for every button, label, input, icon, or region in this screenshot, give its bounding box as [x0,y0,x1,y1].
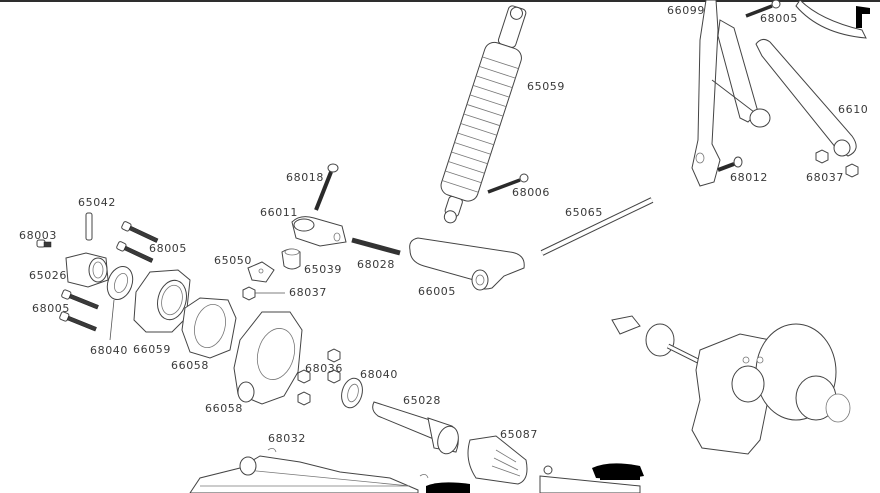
suspension-arm-part [409,237,525,291]
part-label: 66011 [260,206,298,219]
shaft-pin-part [540,197,654,256]
part-label: 65050 [214,254,252,267]
small-screw-part [36,239,52,248]
part-label: 66005 [418,285,456,298]
part-label: 68005 [149,242,187,255]
screw-part [61,289,99,310]
hex-hub-part [65,252,109,288]
part-label: 68032 [268,432,306,445]
part-label: 65039 [304,263,342,276]
part-label: 65065 [565,206,603,219]
screw-part [121,221,159,243]
tower-link-part [755,38,857,157]
rod-end-part [291,216,347,247]
part-label: 68040 [360,368,398,381]
part-label: 66099 [667,4,705,17]
screw-part [116,241,154,263]
part-label: 66059 [133,343,171,356]
bearing-part [341,377,363,409]
nut-part [815,149,829,164]
bearing-part [106,266,134,341]
part-label: 68018 [286,171,324,184]
part-label: 65026 [29,269,67,282]
nut-part [327,348,341,363]
long-screw-part [314,163,339,211]
part-label: 65028 [403,394,441,407]
part-label: 66058 [171,359,209,372]
drive-cup-part [372,401,459,455]
redaction-marks [426,6,870,493]
part-label: 68012 [730,171,768,184]
part-label: 6610 [838,103,869,116]
part-label: 65059 [527,80,565,93]
part-label: 68037 [806,171,844,184]
part-label: 66058 [205,402,243,415]
rear-arm-part [189,448,429,493]
part-label: 68003 [19,229,57,242]
part-label: 68028 [357,258,395,271]
nut-part [845,163,859,178]
part-label: 68006 [512,186,550,199]
part-label: 68005 [32,302,70,315]
shock-tower-part [691,0,867,187]
nut-part [297,369,311,384]
screw-part [745,0,781,18]
nut-part [297,391,311,406]
top-border [0,0,880,2]
gearbox-assembly-part [611,315,851,455]
rubber-boot-part [467,435,528,485]
part-label: 68037 [289,286,327,299]
gasket-plate-part [181,297,237,359]
part-label: 68005 [760,12,798,25]
hub-carrier-part [233,311,303,405]
tie-rod-part [539,465,641,493]
shock-spring [442,56,519,193]
screw-part [59,311,97,332]
threaded-rod-part [351,237,401,256]
shock-absorber-part [440,5,527,224]
pivot-ball-part [281,248,301,270]
screw-part [487,173,529,194]
nut-part [242,286,256,301]
part-label: 68036 [305,362,343,375]
part-label: 65042 [78,196,116,209]
nut-part [327,369,341,384]
bearing-carrier-part [133,269,191,333]
part-label: 68040 [90,344,128,357]
pin-part [85,212,93,241]
cover-block-part [247,261,275,283]
screw-part [717,156,743,172]
part-label: 65087 [500,428,538,441]
